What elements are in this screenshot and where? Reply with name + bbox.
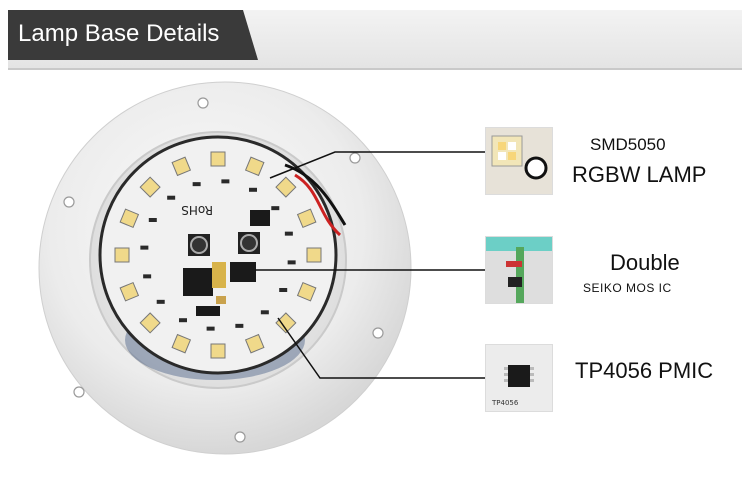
- center-components: RoHS: [181, 203, 270, 316]
- smd-component: [167, 195, 176, 200]
- led-chip: [171, 156, 192, 177]
- led-chip: [210, 343, 226, 359]
- led-chip: [139, 176, 161, 198]
- chip-print-text: TP4056: [491, 399, 519, 407]
- callout-1-line1: SMD5050: [590, 135, 666, 154]
- led-chip: [114, 247, 130, 263]
- led-chip: [171, 333, 192, 354]
- callout-2-line2: SEIKO MOS IC: [583, 281, 672, 295]
- wire-red: [294, 173, 342, 237]
- led-chip: [119, 208, 140, 229]
- smd-component: [178, 318, 187, 323]
- led-chip: [275, 176, 297, 198]
- pcb-rohs-text: RoHS: [181, 203, 213, 217]
- smd-component: [249, 187, 258, 192]
- led-chip: [244, 333, 265, 354]
- callout-2-line1: Double: [610, 250, 680, 275]
- thumb-mos-ic: [485, 236, 553, 304]
- thumb-smd5050-lamp: [485, 127, 553, 195]
- smd-component: [279, 288, 288, 293]
- thumb-tp4056-chip: TP4056: [485, 344, 553, 412]
- led-chip: [139, 312, 161, 334]
- smd-component: [271, 206, 280, 211]
- smd-component: [148, 217, 157, 222]
- callout-3-line1: TP4056 PMIC: [575, 358, 714, 383]
- smd-component: [221, 179, 230, 184]
- pcb-board: [98, 135, 338, 375]
- screw-holes: [63, 97, 384, 443]
- led-chip: [119, 281, 140, 302]
- led-chip: [244, 156, 265, 177]
- smd-component: [235, 323, 244, 328]
- callout-line-3: [277, 317, 485, 379]
- smd-component: [143, 274, 152, 279]
- smd-component: [140, 245, 149, 250]
- led-chip: [306, 247, 322, 263]
- smd-component: [260, 310, 269, 315]
- smd-component: [284, 231, 293, 236]
- smd-component: [156, 299, 165, 304]
- led-chip: [296, 281, 317, 302]
- page-title: Lamp Base Details: [18, 20, 220, 47]
- callout-line-1: [269, 151, 485, 179]
- smd-component: [206, 326, 215, 331]
- led-chip: [210, 151, 226, 167]
- led-chip: [296, 208, 317, 229]
- led-chip: [275, 312, 297, 334]
- led-ring: [114, 151, 322, 359]
- header-tab: [8, 10, 258, 60]
- smd-component: [192, 182, 201, 187]
- callout-1-line2: RGBW LAMP: [572, 162, 707, 187]
- smd-component: [287, 260, 296, 265]
